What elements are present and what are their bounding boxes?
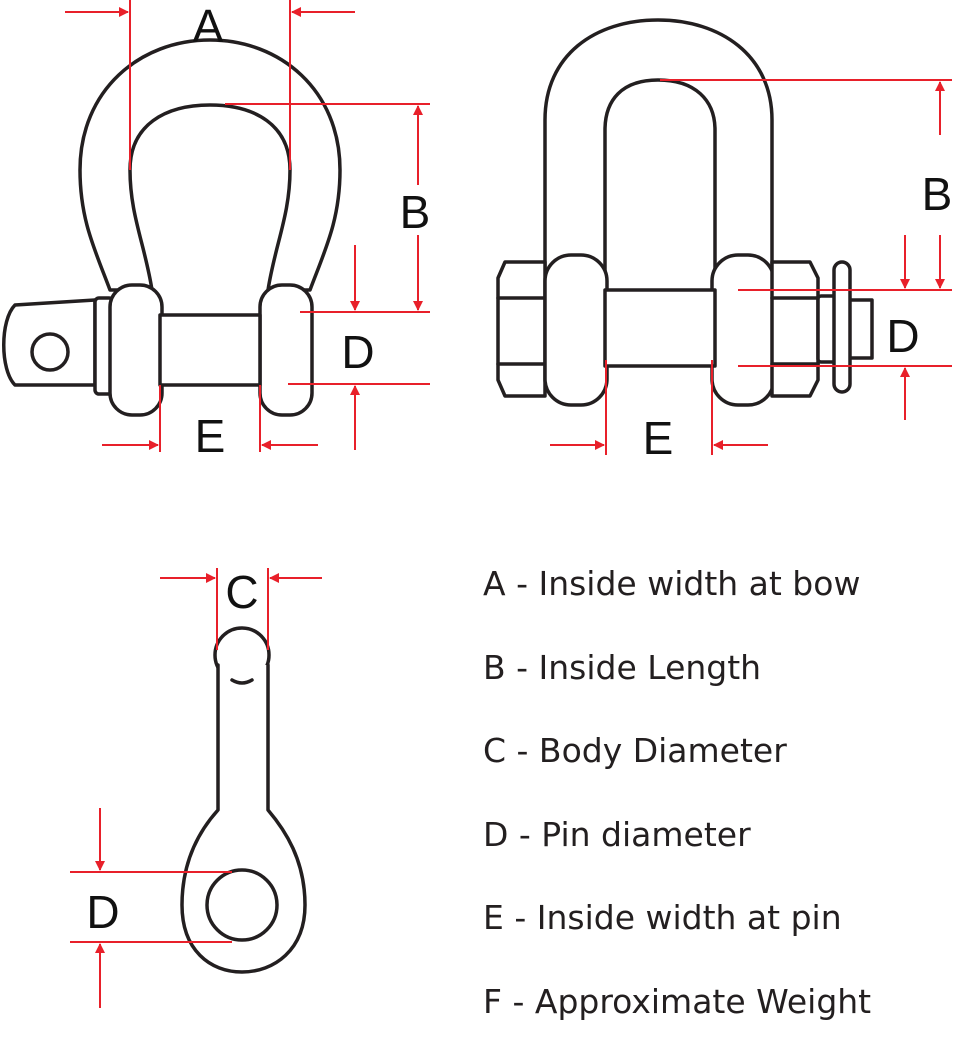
dimension-legend: A - Inside width at bow B - Inside Lengt… [483,555,871,1056]
legend-item-b: B - Inside Length [483,639,871,723]
label-b-bow: B [400,186,431,238]
label-d-chain: D [886,310,919,362]
label-c-pin: C [225,566,258,618]
legend-item-f: F - Approximate Weight [483,973,871,1056]
label-a-bow: A [193,0,224,52]
chain-shackle-drawing [498,20,872,405]
legend-item-e: E - Inside width at pin [483,889,871,973]
legend-item-a: A - Inside width at bow [483,555,871,639]
chain-dimension-b [660,80,952,290]
legend-item-c: C - Body Diameter [483,722,871,806]
label-b-chain: B [922,168,953,220]
label-d-pin: D [86,886,119,938]
pin-drawing [182,628,305,972]
label-d-bow: D [341,326,374,378]
legend-item-d: D - Pin diameter [483,806,871,890]
label-e-chain: E [643,412,674,464]
label-e-bow: E [195,410,226,462]
